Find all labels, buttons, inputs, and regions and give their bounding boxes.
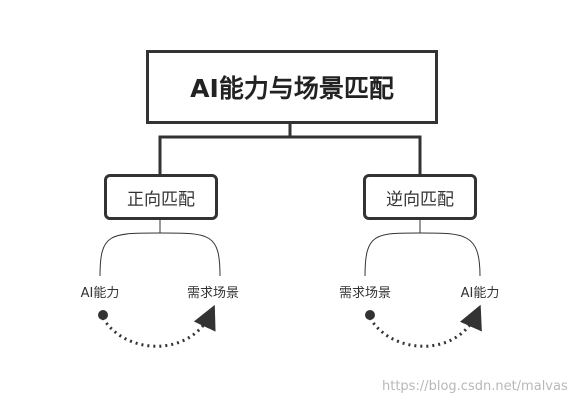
root-to-children-connector bbox=[158, 124, 422, 174]
leaf-demand-scene-left: 需求场景 bbox=[186, 286, 240, 301]
node-forward-match: 正向匹配 bbox=[104, 174, 218, 220]
leaf-ai-capability-left: AI能力 bbox=[80, 286, 120, 301]
watermark-url: https://blog.csdn.net/malvas bbox=[382, 379, 568, 394]
left-arrow-start-dot bbox=[98, 310, 108, 320]
left-dotted-arrow bbox=[101, 304, 216, 348]
leaf-ai-capability-right: AI能力 bbox=[460, 286, 500, 301]
root-node-title: AI能力与场景匹配 bbox=[146, 50, 438, 124]
node-reverse-match: 逆向匹配 bbox=[363, 174, 477, 220]
leaf-demand-scene-right: 需求场景 bbox=[338, 286, 392, 301]
left-branch-split-arc bbox=[99, 232, 221, 277]
right-arrow-start-dot bbox=[365, 310, 375, 320]
right-branch-split-arc bbox=[364, 232, 481, 277]
right-dotted-arrow bbox=[368, 304, 482, 348]
